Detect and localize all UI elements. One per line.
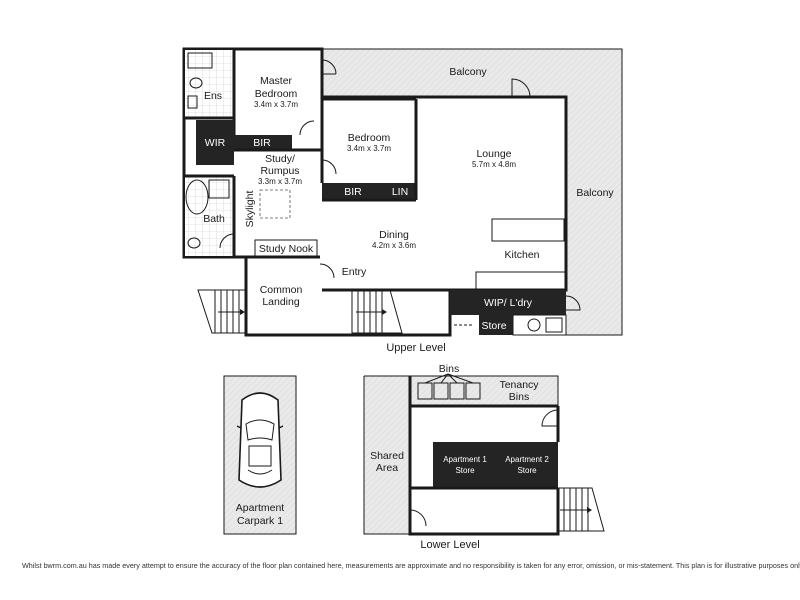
balcony-right-area	[566, 97, 622, 335]
shared-area-label-2: Area	[376, 462, 398, 474]
skylight-label: Skylight	[244, 191, 256, 228]
lower-level-plan	[363, 373, 605, 536]
study-label-2: Rumpus	[260, 165, 299, 177]
bedroom-label: Bedroom	[348, 132, 391, 144]
car-icon	[236, 392, 284, 488]
entry-label: Entry	[342, 266, 367, 278]
lower-level-label: Lower Level	[420, 539, 479, 551]
master-bedroom-label-1: Master	[260, 75, 293, 87]
balcony-top-area	[322, 49, 622, 97]
bedroom-dim: 3.4m x 3.7m	[347, 144, 391, 153]
carpark-label-1: Apartment	[236, 502, 285, 514]
bins-label: Bins	[439, 363, 459, 375]
apt2-store-label-2: Store	[517, 466, 537, 475]
upper-stairs-right	[351, 289, 403, 334]
store-label: Store	[481, 320, 506, 332]
bir-master-label: BIR	[253, 137, 271, 149]
bir-bedroom-label: BIR	[344, 186, 362, 198]
lin-label: LIN	[392, 186, 408, 198]
carpark-label-2: Carpark 1	[237, 515, 283, 527]
upper-level-plan	[182, 47, 623, 337]
master-bedroom-dim: 3.4m x 3.7m	[254, 100, 298, 109]
dining-label: Dining	[379, 229, 409, 241]
dining-dim: 4.2m x 3.6m	[372, 241, 416, 250]
study-label-1: Study/	[265, 153, 295, 165]
upper-stairs-left	[197, 289, 247, 334]
wir-label: WIR	[205, 137, 226, 149]
lounge-label: Lounge	[476, 148, 511, 160]
upper-level-label: Upper Level	[386, 342, 445, 354]
apt2-store-label-1: Apartment 2	[505, 455, 549, 464]
apt1-store-label-2: Store	[455, 466, 475, 475]
study-dim: 3.3m x 3.7m	[258, 177, 302, 186]
lounge-dim: 5.7m x 4.8m	[472, 160, 516, 169]
wip-ldry-label: WIP/ L'dry	[484, 297, 533, 309]
balcony-top-label: Balcony	[449, 66, 487, 78]
balcony-right-label: Balcony	[576, 187, 614, 199]
disclaimer-text: Whilst bwrm.com.au has made every attemp…	[22, 561, 800, 570]
apt1-store-label-1: Apartment 1	[443, 455, 487, 464]
study-nook-label: Study Nook	[259, 243, 314, 255]
tenancy-bins-label-1: Tenancy	[499, 379, 539, 391]
common-landing-label-1: Common	[260, 284, 303, 296]
tenancy-bins-label-2: Bins	[509, 391, 529, 403]
shared-area-label-1: Shared	[370, 450, 404, 462]
common-landing-label-2: Landing	[262, 296, 300, 308]
ensuite-floor	[185, 50, 233, 118]
kitchen-label: Kitchen	[504, 249, 539, 261]
master-bedroom-label-2: Bedroom	[255, 88, 298, 100]
ens-label: Ens	[204, 90, 222, 102]
bath-label: Bath	[203, 213, 225, 225]
carpark-plan	[223, 375, 297, 535]
